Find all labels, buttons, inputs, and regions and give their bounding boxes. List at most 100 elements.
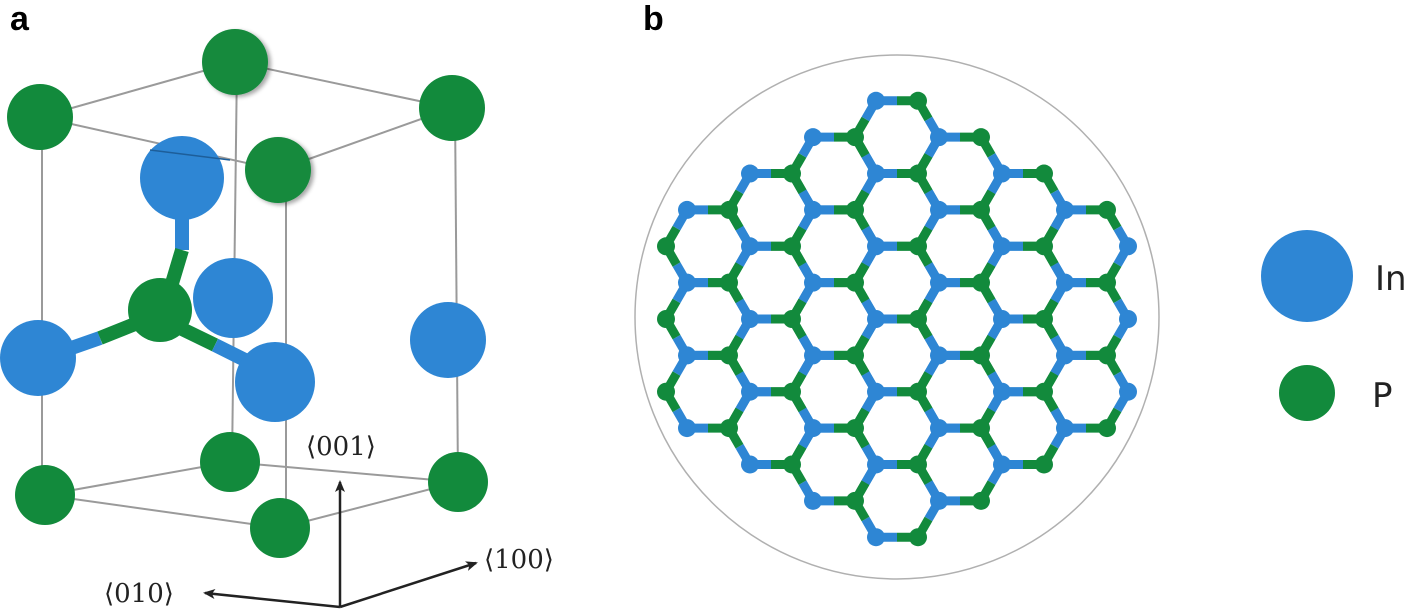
lattice-atom-in <box>993 164 1011 183</box>
lattice-atom-p <box>846 128 864 147</box>
lattice-atom-p <box>783 164 801 183</box>
atom-p <box>428 452 488 512</box>
lattice-atom-in <box>741 382 759 401</box>
lattice-atom-in <box>741 455 759 474</box>
lattice-atom-p <box>846 419 864 438</box>
atom-in <box>235 342 315 422</box>
lattice-atom-p <box>783 310 801 328</box>
lattice-atom-p <box>846 346 864 365</box>
lattice-atom-p <box>909 164 927 183</box>
lattice-atom-p <box>1098 200 1116 219</box>
lattice-atom-p <box>909 237 927 256</box>
lattice-atom-in <box>867 382 885 401</box>
lattice-atom-p <box>846 273 864 292</box>
lattice-atom-p <box>657 310 675 328</box>
atom-p <box>250 498 310 558</box>
lattice-atom-p <box>720 200 738 219</box>
lattice-atom-p <box>972 273 990 292</box>
lattice-atom-in <box>804 128 822 147</box>
lattice-atom-p <box>909 310 927 328</box>
lattice-atom-in <box>678 200 696 219</box>
lattice-atom-p <box>909 528 927 547</box>
lattice-atom-in <box>930 128 948 147</box>
lattice-atom-in <box>930 200 948 219</box>
lattice-atom-p <box>657 237 675 256</box>
panel-b-label: b <box>643 0 664 38</box>
lattice-atom-p <box>1098 273 1116 292</box>
axis-010-arrow <box>203 589 341 609</box>
legend-in-label: In <box>1375 259 1407 299</box>
axis-100-arrow <box>339 561 478 609</box>
atom-p <box>128 278 192 342</box>
lattice-atom-p <box>972 491 990 510</box>
atom-in <box>410 302 486 378</box>
lattice-atom-p <box>1035 164 1053 183</box>
lattice-atom-p <box>1035 455 1053 474</box>
lattice-atom-in <box>993 382 1011 401</box>
atom-p <box>7 84 73 150</box>
lattice-atom-in <box>867 310 885 328</box>
axis-100-label: ⟨100⟩ <box>484 545 554 575</box>
lattice-atom-p <box>909 455 927 474</box>
lattice-atom-in <box>930 273 948 292</box>
lattice-atom-p <box>720 346 738 365</box>
legend-in-swatch <box>1261 230 1353 322</box>
legend-p-label: P <box>1372 376 1393 416</box>
lattice-atom-in <box>1056 200 1074 219</box>
lattice-atom-in <box>678 346 696 365</box>
lattice-atom-in <box>741 310 759 328</box>
lattice-atom-in <box>741 237 759 256</box>
lattice-atom-in <box>1056 346 1074 365</box>
atom-p <box>245 137 311 203</box>
atom-in <box>0 320 76 396</box>
lattice-atom-in <box>867 91 885 110</box>
lattice-atom-in <box>993 455 1011 474</box>
atom-p <box>419 75 485 141</box>
legend: In P <box>1261 230 1407 421</box>
lattice-atom-in <box>804 491 822 510</box>
lattice-atom-in <box>804 419 822 438</box>
lattice-atom-p <box>783 382 801 401</box>
lattice-atom-p <box>1098 419 1116 438</box>
lattice-atom-in <box>867 528 885 547</box>
unit-cell-atoms <box>0 29 488 558</box>
lattice-atom-in <box>1119 310 1137 328</box>
lattice-atom-in <box>930 346 948 365</box>
lattice-atom-p <box>972 346 990 365</box>
lattice-atom-p <box>783 237 801 256</box>
lattice-boundary-circle <box>634 54 1160 580</box>
lattice-atom-in <box>930 491 948 510</box>
lattice-atom-p <box>1098 346 1116 365</box>
lattice-atom-in <box>678 419 696 438</box>
lattice-atom-p <box>1035 237 1053 256</box>
atom-in <box>140 136 224 220</box>
lattice-atom-p <box>846 200 864 219</box>
lattice-atom-in <box>1119 237 1137 256</box>
lattice-atom-p <box>972 128 990 147</box>
axis-010-label: ⟨010⟩ <box>104 579 174 609</box>
panel-a-label: a <box>10 0 29 38</box>
lattice-atom-in <box>930 419 948 438</box>
lattice-atom-p <box>657 382 675 401</box>
lattice-atom-p <box>972 200 990 219</box>
lattice-atom-in <box>804 346 822 365</box>
lattice-atom-in <box>1056 273 1074 292</box>
lattice-atom-p <box>1035 382 1053 401</box>
atom-p <box>15 465 75 525</box>
lattice-atom-in <box>678 273 696 292</box>
atom-in <box>193 258 273 338</box>
lattice-atom-in <box>867 164 885 183</box>
lattice-atom-in <box>993 237 1011 256</box>
lattice-atom-p <box>720 273 738 292</box>
axis-001-label: ⟨001⟩ <box>306 432 376 462</box>
lattice-atom-in <box>993 310 1011 328</box>
legend-p-swatch <box>1279 365 1335 421</box>
lattice-atom-in <box>741 164 759 183</box>
lattice-atom-in <box>1056 419 1074 438</box>
lattice-atom-p <box>909 382 927 401</box>
lattice-atom-in <box>1119 382 1137 401</box>
atom-p <box>200 432 260 492</box>
lattice-atom-p <box>783 455 801 474</box>
lattice-atom-p <box>846 491 864 510</box>
